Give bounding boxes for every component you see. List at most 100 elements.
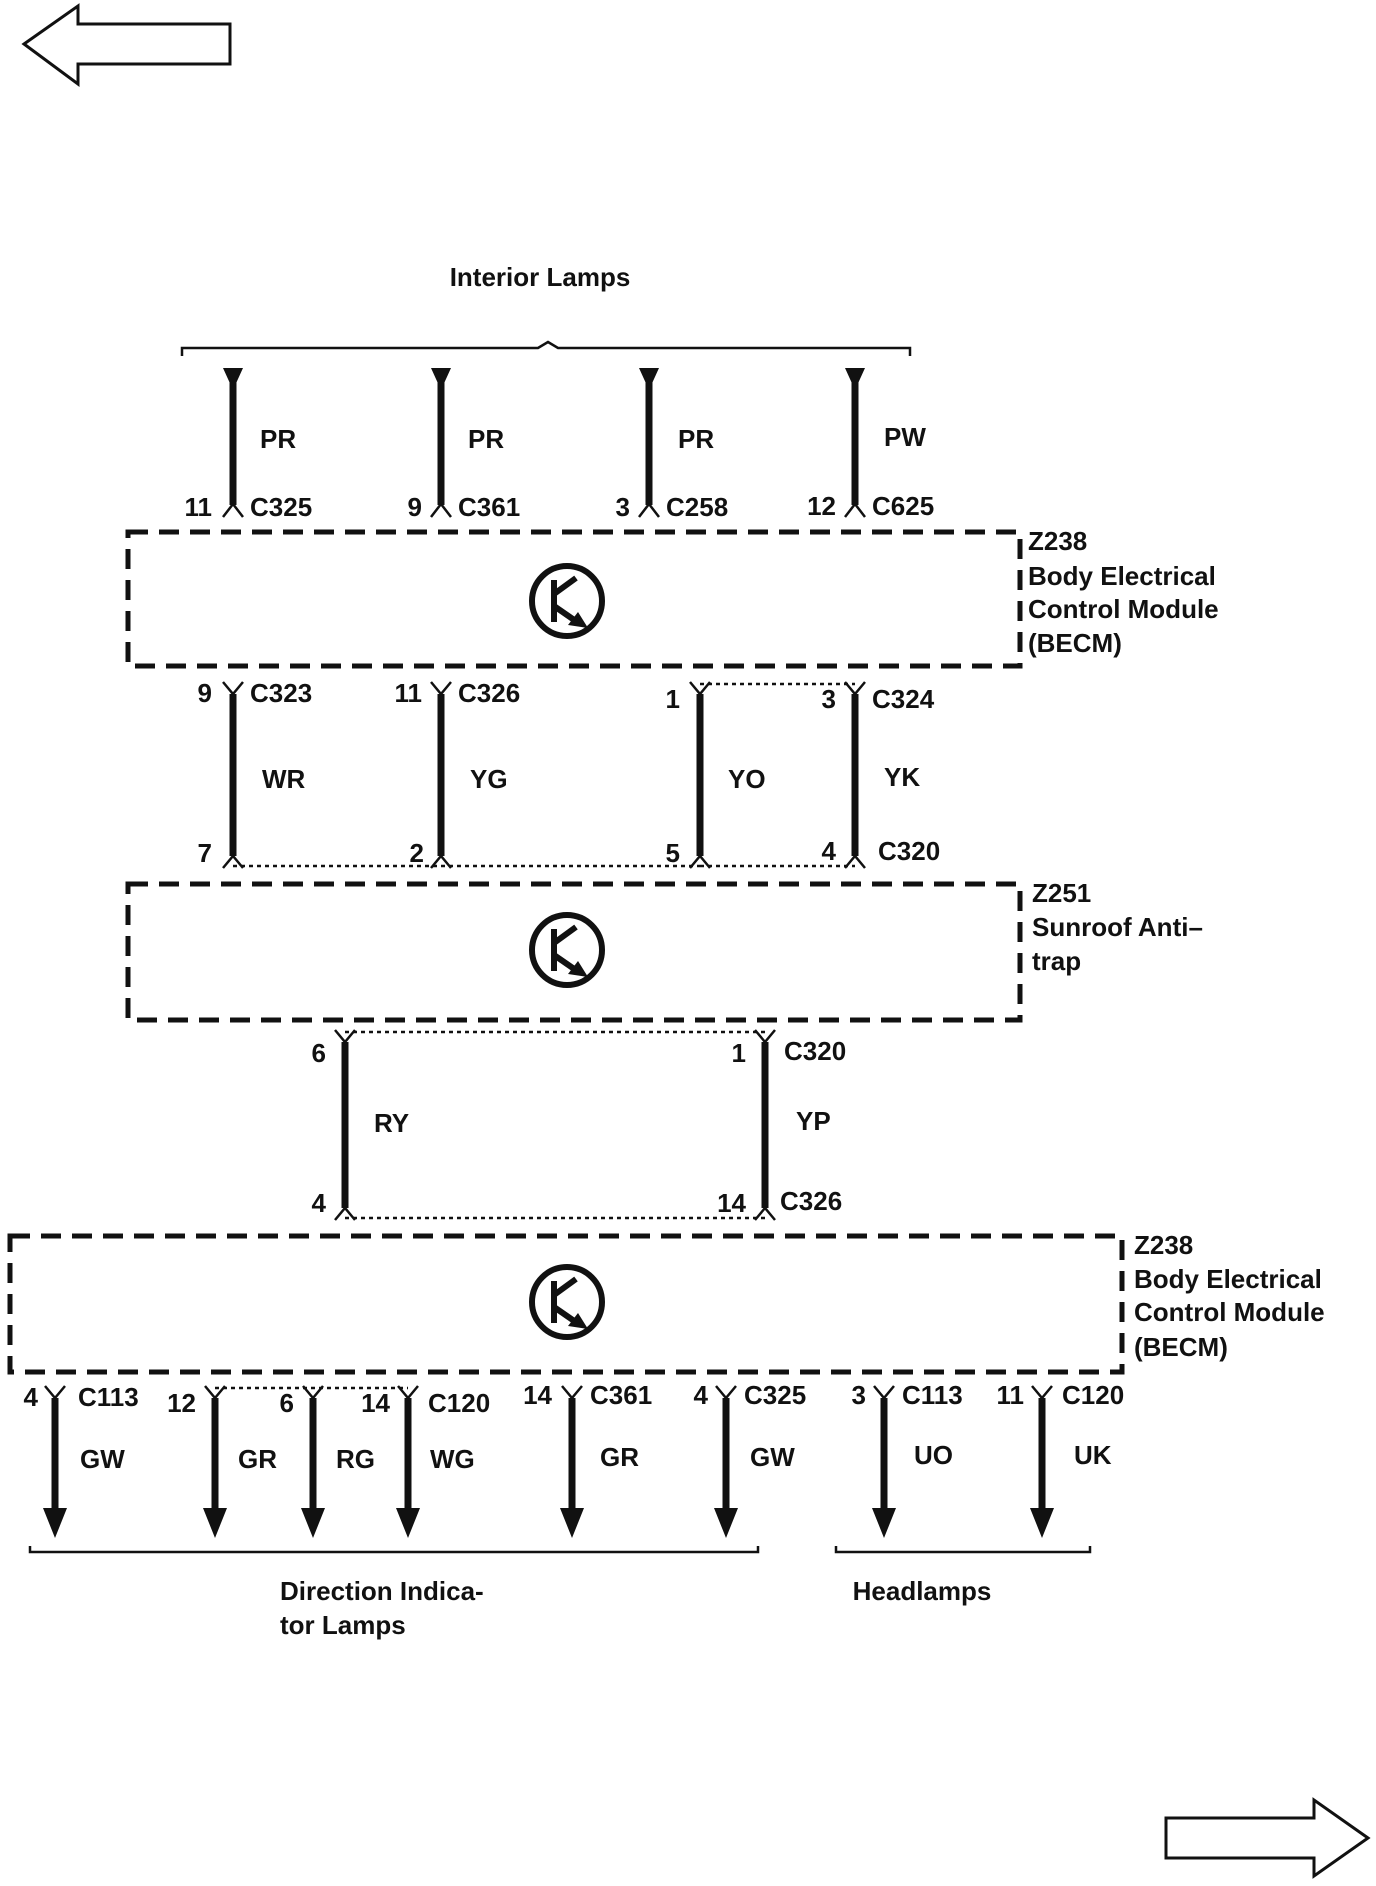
output-wire: 4 C113 GW <box>24 1382 139 1538</box>
pin-number: 1 <box>732 1038 746 1068</box>
connector-label: C325 <box>744 1380 806 1410</box>
lower-wire: YP 1 C320 14 C326 <box>717 1029 846 1221</box>
pin-number: 4 <box>694 1380 709 1410</box>
becm-module-box <box>7 1233 1125 1375</box>
wire-color-label: UO <box>914 1440 953 1470</box>
transistor-icon <box>529 1264 605 1340</box>
wire-color-label: UK <box>1074 1440 1112 1470</box>
wire-color-label: GW <box>80 1444 125 1474</box>
module-id: Z238 <box>1134 1230 1193 1260</box>
pin-number: 14 <box>717 1188 746 1218</box>
middle-wire: YO 1 5 <box>666 681 766 869</box>
direction-lamps-label: tor Lamps <box>280 1610 406 1640</box>
wire-color-label: GR <box>600 1442 639 1472</box>
pin-number: 3 <box>852 1380 866 1410</box>
connector-label: C361 <box>590 1380 652 1410</box>
module-name-line: Body Electrical <box>1028 561 1216 591</box>
connector-label: C120 <box>428 1388 490 1418</box>
interior-lamp-wire: PW 12 C625 <box>807 368 934 521</box>
pin-number: 7 <box>198 838 212 868</box>
module-id: Z238 <box>1028 526 1087 556</box>
sunroof-module-box <box>125 881 1023 1023</box>
wire-color-label: PW <box>884 422 926 452</box>
pin-number: 11 <box>395 678 423 708</box>
connector-label: C325 <box>250 492 312 522</box>
pin-number: 9 <box>408 492 422 522</box>
pin-number: 11 <box>185 492 213 522</box>
wire-color-label: YP <box>796 1106 831 1136</box>
pin-number: 6 <box>280 1388 294 1418</box>
transistor-icon <box>529 912 605 988</box>
interior-lamp-wire: PR 9 C361 <box>408 368 520 522</box>
pin-number: 4 <box>822 836 837 866</box>
connector-label: C113 <box>78 1382 139 1412</box>
connector-label: C326 <box>458 678 520 708</box>
wire-color-label: YG <box>470 764 508 794</box>
pin-number: 9 <box>198 678 212 708</box>
connector-label: C320 <box>878 836 940 866</box>
wire-color-label: RY <box>374 1108 409 1138</box>
pin-number: 3 <box>822 684 836 714</box>
connector-label: C324 <box>872 684 935 714</box>
wire-color-label: PR <box>468 424 504 454</box>
module-name-line: trap <box>1032 946 1081 976</box>
interior-lamp-wire: PR 11 C325 <box>185 368 312 522</box>
pin-number: 12 <box>807 491 836 521</box>
middle-wire: WR 9 C323 7 <box>198 678 312 869</box>
connector-label: C120 <box>1062 1380 1124 1410</box>
pin-number: 4 <box>312 1188 327 1218</box>
connector-label: C113 <box>902 1380 963 1410</box>
interior-lamp-wire: PR 3 C258 <box>616 368 728 522</box>
module-name-line: (BECM) <box>1134 1332 1228 1362</box>
becm-module-box <box>125 529 1023 669</box>
headlamps-bracket <box>834 1546 1092 1554</box>
output-wire: 14 C361 GR <box>523 1380 652 1538</box>
output-wire: 4 C325 GW <box>694 1380 806 1538</box>
middle-wire: YG 11 C326 2 <box>395 678 520 869</box>
pin-number: 2 <box>410 838 424 868</box>
connector-label: C258 <box>666 492 728 522</box>
pin-number: 4 <box>24 1382 39 1412</box>
wire-color-label: PR <box>678 424 714 454</box>
pin-number: 14 <box>523 1380 552 1410</box>
direction-lamps-label: Direction Indica- <box>280 1576 484 1606</box>
transistor-icon <box>529 563 605 639</box>
wire-color-label: PR <box>260 424 296 454</box>
wire-color-label: YO <box>728 764 766 794</box>
output-wire: 3 C113 UO <box>852 1380 963 1538</box>
module-name-line: Body Electrical <box>1134 1264 1322 1294</box>
connector-label: C320 <box>784 1036 846 1066</box>
module-id: Z251 <box>1032 878 1091 908</box>
connector-label: C361 <box>458 492 520 522</box>
pin-number: 3 <box>616 492 630 522</box>
wire-color-label: WG <box>430 1444 475 1474</box>
pin-number: 12 <box>167 1388 196 1418</box>
interior-lamps-title: Interior Lamps <box>450 262 631 292</box>
direction-lamps-bracket <box>28 1546 760 1554</box>
pin-number: 14 <box>361 1388 390 1418</box>
output-wire: 14 C120 WG <box>361 1385 490 1538</box>
wire-color-label: RG <box>336 1444 375 1474</box>
wire-color-label: GR <box>238 1444 277 1474</box>
forward-arrow-icon[interactable] <box>1164 1797 1371 1879</box>
interior-lamps-bracket <box>180 340 912 356</box>
lower-wire: RY 6 4 <box>312 1029 409 1221</box>
output-wire: 12 GR <box>167 1385 277 1538</box>
module-name-line: Control Module <box>1134 1297 1325 1327</box>
headlamps-label: Headlamps <box>853 1576 992 1606</box>
module-name-line: Sunroof Anti– <box>1032 912 1203 942</box>
back-arrow-icon[interactable] <box>21 3 232 87</box>
wire-color-label: GW <box>750 1442 795 1472</box>
module-name-line: (BECM) <box>1028 628 1122 658</box>
wire-color-label: YK <box>884 762 920 792</box>
wire-color-label: WR <box>262 764 306 794</box>
pin-number: 11 <box>997 1380 1025 1410</box>
module-name-line: Control Module <box>1028 594 1219 624</box>
output-wire: 6 RG <box>280 1385 375 1538</box>
pin-number: 6 <box>312 1038 326 1068</box>
middle-wire: YK 3 C324 4 C320 <box>822 681 940 869</box>
connector-label: C326 <box>780 1186 842 1216</box>
output-wire: 11 C120 UK <box>997 1380 1124 1538</box>
pin-number: 5 <box>666 838 680 868</box>
